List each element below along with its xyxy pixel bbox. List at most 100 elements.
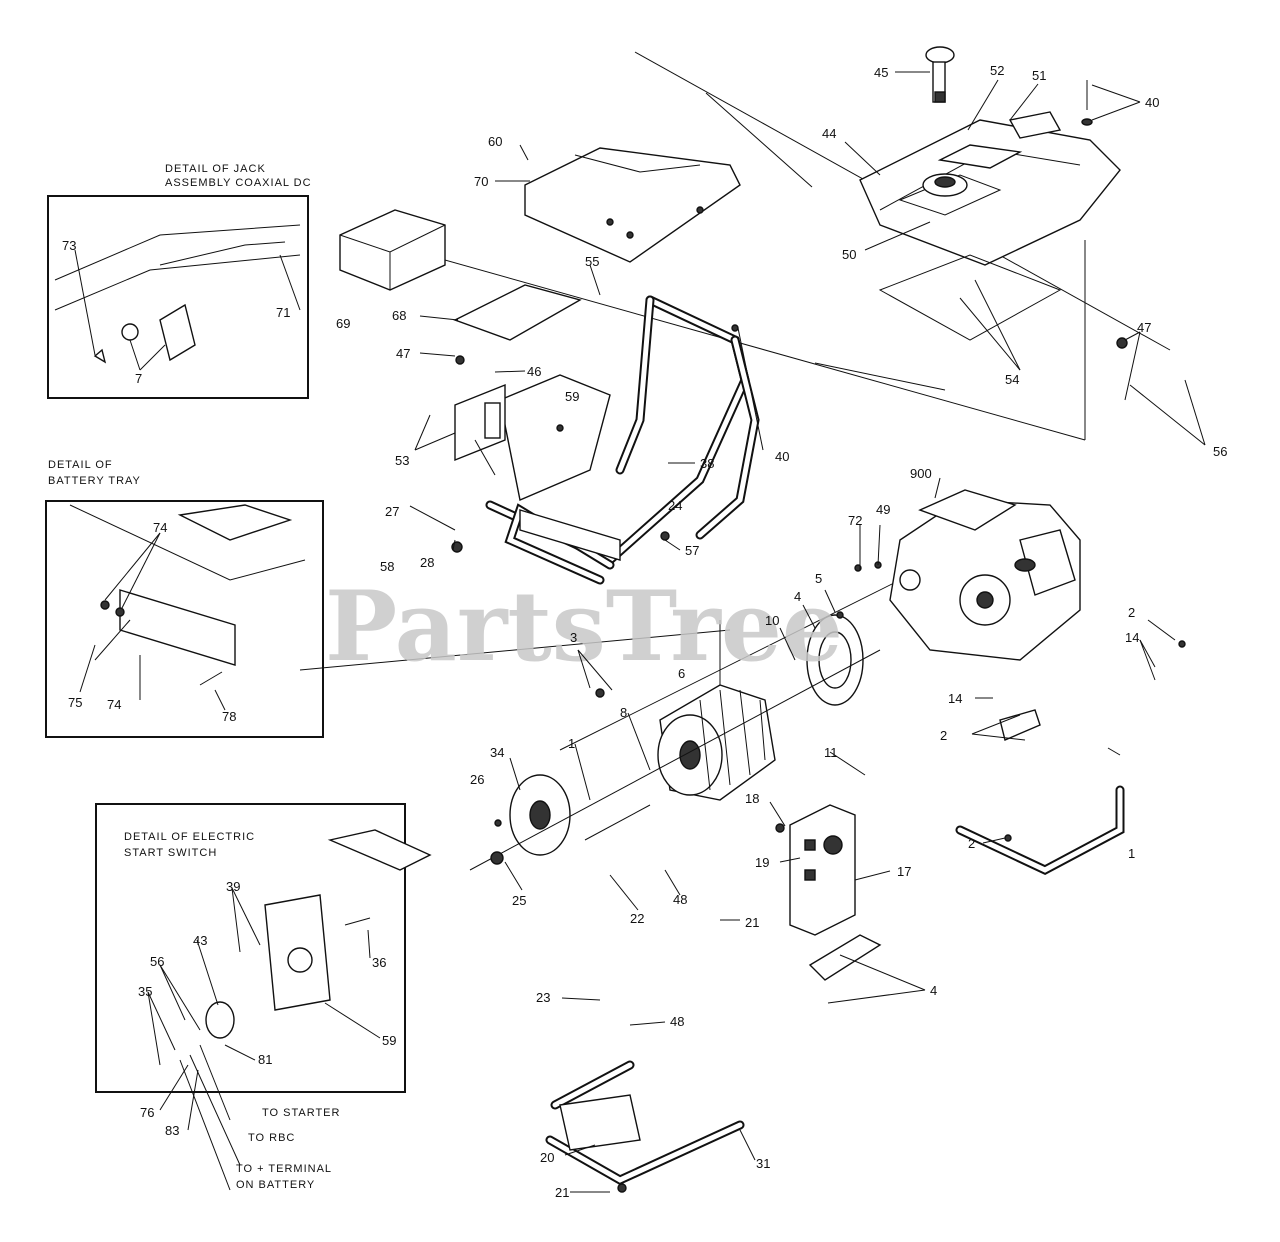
- detail-jack-box: [47, 195, 309, 399]
- callout-4: 4: [794, 589, 801, 604]
- callout-28: 28: [420, 555, 434, 570]
- control-panel: [524, 147, 741, 263]
- stator: [657, 684, 776, 801]
- callout-58: 58: [380, 559, 394, 574]
- detail-electric-box: [95, 803, 432, 1191]
- wire-label-rbc: TO RBC: [248, 1132, 295, 1144]
- engine: [889, 489, 1081, 661]
- callout-38: 38: [700, 456, 714, 471]
- callouts: 45 52 51 40 60 70 44 50 73 71 69 55 68 4…: [62, 63, 1227, 1200]
- callout-3: 3: [570, 630, 577, 645]
- callout-54: 54: [1005, 372, 1019, 387]
- callout-27: 27: [385, 504, 399, 519]
- callout-6: 6: [678, 666, 685, 681]
- callout-47-right: 47: [1137, 320, 1151, 335]
- callout-48-lower: 48: [670, 1014, 684, 1029]
- callout-59: 59: [565, 389, 579, 404]
- callout-39-upper: 39: [226, 879, 240, 894]
- fuel-tank: [859, 111, 1121, 341]
- callout-47-left: 47: [396, 346, 410, 361]
- callout-14-right: 14: [1125, 630, 1139, 645]
- callout-17: 17: [897, 864, 911, 879]
- callout-73: 73: [62, 238, 76, 253]
- tube-frame: [454, 295, 760, 585]
- callout-44: 44: [822, 126, 836, 141]
- tank-bolt: [1081, 80, 1093, 126]
- callout-1: 1: [568, 736, 575, 751]
- callout-19: 19: [755, 855, 769, 870]
- callout-35: 35: [138, 984, 152, 999]
- callout-23: 23: [536, 990, 550, 1005]
- callout-74-lower: 74: [107, 697, 121, 712]
- callout-78: 78: [222, 709, 236, 724]
- callout-51: 51: [1032, 68, 1046, 83]
- callout-68: 68: [392, 308, 406, 323]
- electric-caption-2: START SWITCH: [124, 847, 217, 859]
- callout-4-lower: 4: [930, 983, 937, 998]
- callout-46: 46: [527, 364, 541, 379]
- callout-70: 70: [474, 174, 488, 189]
- wire-label-terminal-2: ON BATTERY: [236, 1179, 315, 1191]
- base-rail: [545, 1060, 745, 1186]
- callout-60: 60: [488, 134, 502, 149]
- callout-20: 20: [540, 1150, 554, 1165]
- callout-5-engine: 5: [815, 571, 822, 586]
- jack-caption-1: DETAIL OF JACK: [165, 163, 266, 175]
- callout-72: 72: [848, 513, 862, 528]
- jack-caption-2: ASSEMBLY COAXIAL DC: [165, 177, 312, 189]
- callout-10: 10: [765, 613, 779, 628]
- callout-900: 900: [910, 466, 932, 481]
- callout-45: 45: [874, 65, 888, 80]
- callout-69: 69: [336, 316, 350, 331]
- wire-label-terminal-1: TO + TERMINAL: [236, 1163, 332, 1175]
- callout-2-right: 2: [1128, 605, 1135, 620]
- callout-48: 48: [673, 892, 687, 907]
- callout-25: 25: [512, 893, 526, 908]
- callout-7: 7: [135, 371, 142, 386]
- callout-22: 22: [630, 911, 644, 926]
- watermark: PartsTree: [325, 570, 843, 683]
- callout-26: 26: [470, 772, 484, 787]
- callout-56: 56: [1213, 444, 1227, 459]
- callout-21: 21: [745, 915, 759, 930]
- wire-label-starter: TO STARTER: [262, 1107, 340, 1119]
- callout-24: 24: [668, 498, 682, 513]
- battery-caption-1: DETAIL OF: [48, 459, 113, 471]
- callout-18: 18: [745, 791, 759, 806]
- callout-57: 57: [685, 543, 699, 558]
- rear-bearing-carrier: [509, 774, 571, 856]
- callout-34: 34: [490, 745, 504, 760]
- callout-39-lower: 59: [382, 1033, 396, 1048]
- battery-box: [339, 209, 446, 291]
- callout-36: 36: [372, 955, 386, 970]
- callout-52: 52: [990, 63, 1004, 78]
- callout-71: 71: [276, 305, 290, 320]
- battery-tray: [453, 284, 582, 341]
- outlet-box: [789, 804, 856, 936]
- callout-8: 8: [620, 705, 627, 720]
- callout-83: 83: [165, 1123, 179, 1138]
- handle-assembly: [955, 709, 1125, 876]
- callout-56-detail: 56: [150, 954, 164, 969]
- callout-31: 31: [756, 1156, 770, 1171]
- callout-81: 81: [258, 1052, 272, 1067]
- callout-75: 75: [68, 695, 82, 710]
- callout-2-mid: 2: [940, 728, 947, 743]
- leader-lines: [74, 71, 1206, 1193]
- callout-2-low: 2: [968, 836, 975, 851]
- rotor-fan: [806, 614, 864, 706]
- detail-battery-box: [45, 500, 324, 738]
- callout-74-upper: 74: [153, 520, 167, 535]
- callout-76: 76: [140, 1105, 154, 1120]
- electric-caption-1: DETAIL OF ELECTRIC: [124, 831, 255, 843]
- callout-49: 49: [876, 502, 890, 517]
- callout-40-mid: 40: [775, 449, 789, 464]
- callout-55: 55: [585, 254, 599, 269]
- battery-caption-2: BATTERY TRAY: [48, 475, 141, 487]
- fuel-cap: [925, 46, 955, 103]
- callout-21-lower: 21: [555, 1185, 569, 1200]
- callout-43: 43: [193, 933, 207, 948]
- callout-1-right: 1: [1128, 846, 1135, 861]
